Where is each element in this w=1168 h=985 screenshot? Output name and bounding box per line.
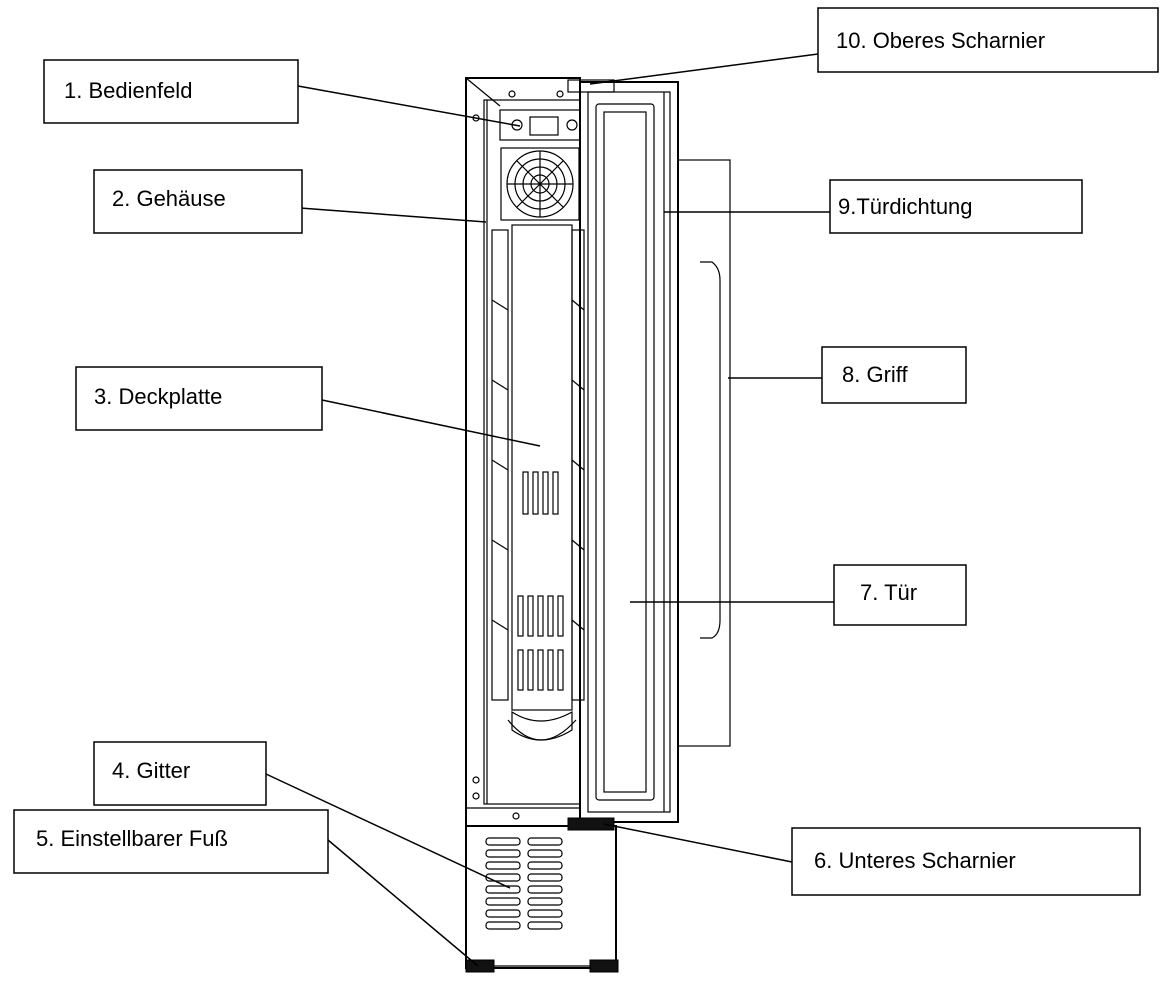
callout-gehaeuse: 2. Gehäuse (93, 169, 303, 234)
fan (500, 147, 580, 221)
label-unteres-scharnier: 6. Unteres Scharnier (814, 848, 1016, 873)
leader-oberes-scharnier (589, 53, 819, 85)
left-rails (491, 229, 509, 701)
leader-gehaeuse (299, 207, 487, 223)
label-griff: 8. Griff (842, 362, 909, 387)
label-gehaeuse: 2. Gehäuse (112, 186, 226, 211)
handle (677, 159, 731, 747)
callout-deckplatte: 3. Deckplatte (75, 366, 323, 431)
label-fuss: 5. Einstellbarer Fuß (36, 826, 228, 851)
callout-unteres-scharnier: 6. Unteres Scharnier (791, 827, 1141, 896)
plate-vents (517, 471, 564, 691)
leader-fuss (327, 839, 479, 967)
adjustable-feet (465, 959, 619, 973)
label-deckplatte: 3. Deckplatte (94, 384, 222, 409)
leader-lines (265, 53, 834, 967)
leader-unteres-scharnier (603, 823, 793, 863)
appliance-drawing (465, 77, 731, 973)
leader-bedienfeld (297, 85, 521, 127)
callout-tuerdichtung: 9.Türdichtung (829, 179, 1083, 234)
callout-bedienfeld: 1. Bedienfeld (43, 59, 299, 124)
right-rails (571, 229, 585, 701)
callout-griff: 8. Griff (821, 346, 967, 404)
bottom-hinge (567, 817, 615, 831)
cover-plate (511, 224, 573, 711)
leader-gitter (265, 773, 511, 889)
door (579, 81, 679, 823)
label-bedienfeld: 1. Bedienfeld (64, 78, 192, 103)
grille-slots (485, 837, 563, 930)
callout-gitter: 4. Gitter (93, 741, 267, 806)
base-section (465, 825, 617, 969)
callout-tuer: 7. Tür (833, 564, 967, 626)
cabinet-outer (465, 77, 581, 827)
label-tuer: 7. Tür (860, 580, 917, 605)
callout-fuss: 5. Einstellbarer Fuß (13, 809, 329, 874)
control-display (529, 116, 559, 136)
callout-oberes-scharnier: 10. Oberes Scharnier (817, 7, 1159, 73)
top-hinge (567, 79, 615, 93)
label-tuerdichtung: 9.Türdichtung (838, 194, 973, 219)
label-gitter: 4. Gitter (112, 758, 190, 783)
leader-deckplatte (321, 399, 541, 447)
label-oberes-scharnier: 10. Oberes Scharnier (836, 28, 1045, 53)
